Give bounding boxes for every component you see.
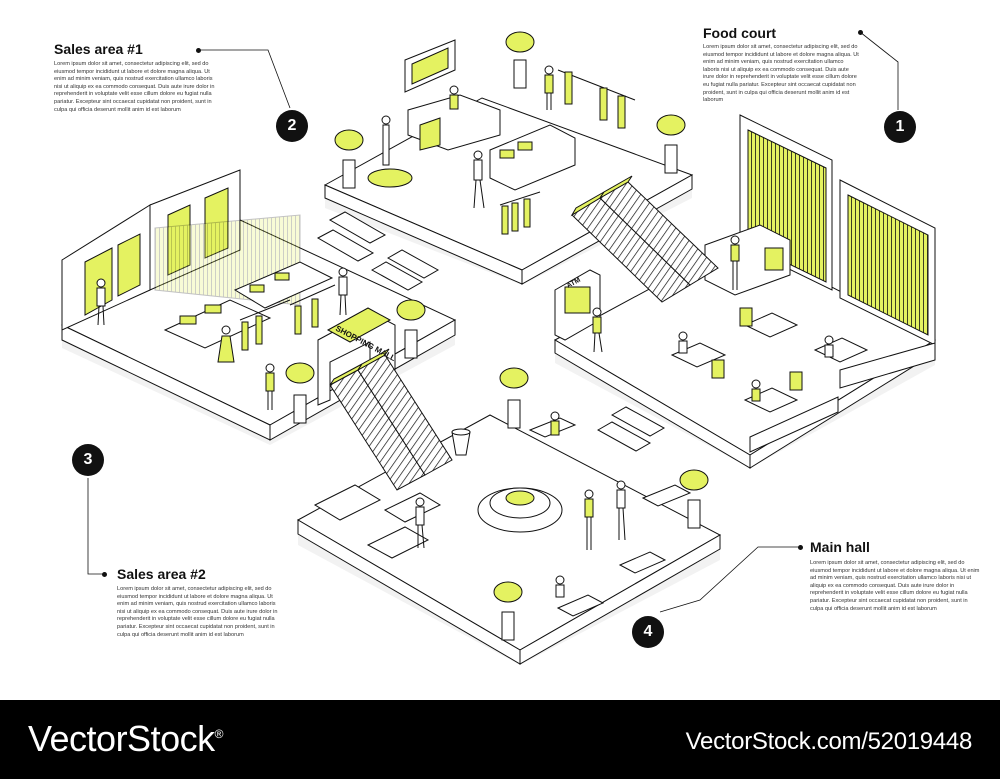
illustration-stage: SHOPPING MALL ATM [60,31,937,665]
vectorstock-logo-text: VectorStock [28,718,215,759]
sales-area-2-title: Sales area #2 [117,566,206,582]
sales-area-2-number-badge: 3 [72,444,104,476]
main-hall-number-badge: 4 [632,616,664,648]
sales-area-1-title: Sales area #1 [54,41,143,57]
people-figures [96,65,834,598]
sales-area-2-bullet [102,572,107,577]
food-court-description: Lorem ipsum dolor sit amet, consectetur … [703,44,859,104]
main-hall-bullet [798,545,803,550]
sales-area-1-description: Lorem ipsum dolor sit amet, consectetur … [54,61,215,113]
watermark-footer-bar [0,700,1000,779]
main-hall-title: Main hall [810,539,870,555]
food-court-bullet [858,30,863,35]
isometric-mall-illustration: SHOPPING MALL ATM [60,31,937,665]
sales-area-1-bullet [196,48,201,53]
walkway-strips [316,211,666,452]
food-court-number-badge: 1 [884,111,916,143]
vectorstock-logo: VectorStock® [28,718,223,760]
food-court-title: Food court [703,25,777,41]
sales-area-2-description: Lorem ipsum dolor sit amet, consectetur … [117,586,278,638]
escalator-upper [570,175,719,303]
sales-area-1-number-badge: 2 [276,110,308,142]
trash-can-icon [451,428,471,456]
main-hall-description: Lorem ipsum dolor sit amet, consectetur … [810,560,980,612]
escalator-lower [329,348,453,491]
connector-lines [87,31,899,613]
plant-icons [285,31,709,641]
registered-mark: ® [214,727,224,741]
image-reference-id: VectorStock.com/52019448 [685,728,973,755]
floor-food-court [553,114,937,469]
